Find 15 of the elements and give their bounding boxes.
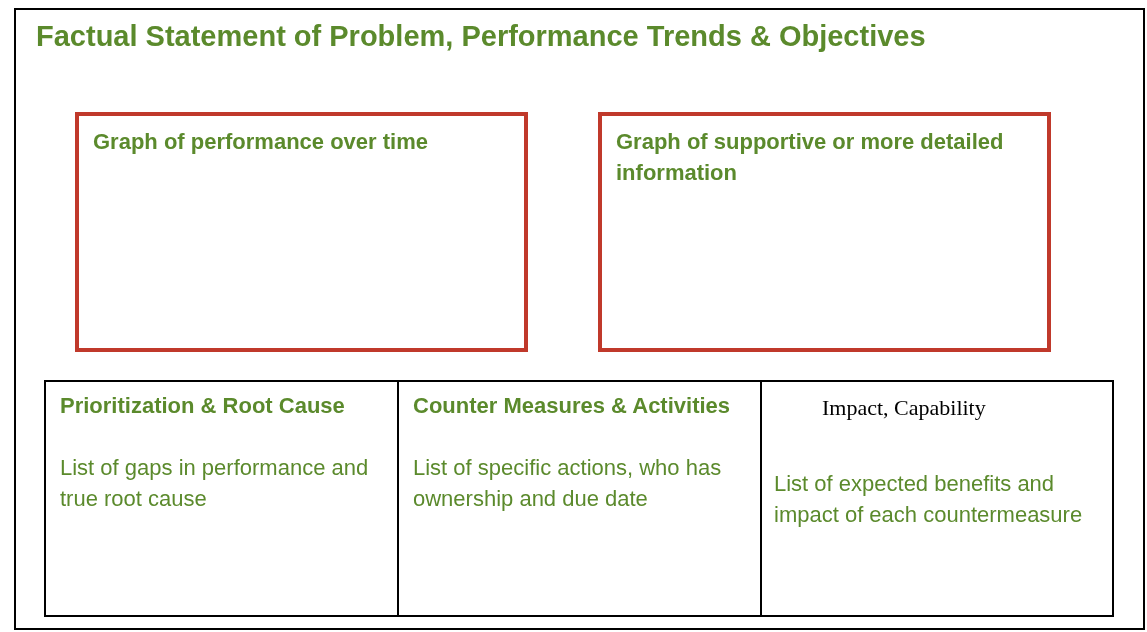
table-cell (397, 380, 762, 617)
column-description: List of expected benefits and impact of each countermeasure (774, 470, 1084, 529)
column-heading: Impact, Capability (822, 394, 987, 422)
table-cell (44, 380, 399, 617)
frame-border (14, 8, 1145, 630)
column-description: List of gaps in performance and true root cause (60, 454, 370, 513)
chart-placeholder-box (75, 112, 528, 352)
chart-placeholder-box (598, 112, 1051, 352)
column-description: List of specific actions, who has ownership and due date (413, 454, 723, 513)
column-heading: Counter Measures & Activities (413, 392, 732, 420)
box-heading: Graph of supportive or more detailed information (616, 128, 1005, 187)
box-heading: Graph of performance over time (93, 128, 429, 156)
column-heading: Prioritization & Root Cause (60, 392, 346, 420)
table-cell (760, 380, 1114, 617)
frame-heading: Factual Statement of Problem, Performance Trends & Objectives (36, 20, 926, 53)
